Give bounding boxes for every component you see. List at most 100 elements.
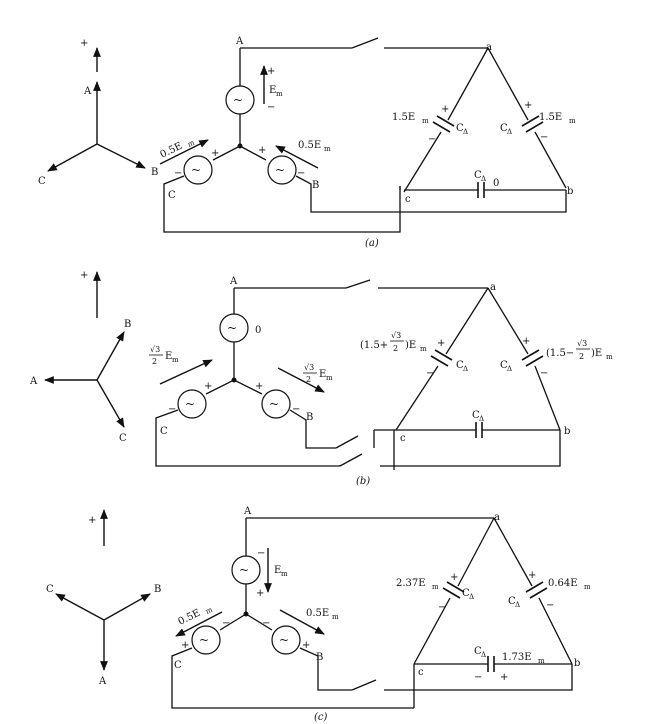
sign-label: + (528, 570, 536, 581)
phasor-c-arrow (47, 143, 98, 172)
emf-b-arrow (277, 367, 325, 393)
emf-a-sub: m (276, 90, 283, 98)
right-cap-sub: Δ (515, 601, 520, 609)
ac-source-icon: ~ (269, 397, 279, 411)
wye-sources-a: A ~ ~ ~ − + − C B + E m − (158, 36, 401, 233)
sign-label: + (522, 336, 530, 347)
emf-c-sub: m (186, 139, 196, 149)
wire-b (295, 175, 398, 213)
capacitor-right-plate (529, 587, 548, 599)
sign-label: − (222, 618, 230, 629)
sign-label: − (257, 548, 265, 559)
delta-load-c: a c b 2.37E m C Δ + − C Δ + − (246, 512, 591, 708)
emf-b-sub: m (332, 613, 339, 621)
right-voltage-sub: m (569, 117, 576, 125)
panel-b: + B A C A ~ 0 ~ ~ + − + − C (29, 270, 613, 487)
sign-label: + (204, 381, 212, 392)
left-cap-sub: Δ (463, 365, 468, 373)
panel-caption-c: (c) (314, 712, 328, 723)
bottom-cap-label: C (472, 410, 480, 421)
emf-c-sub: m (204, 606, 214, 616)
sign-label: + (450, 572, 458, 583)
phasor-b-label: B (151, 167, 158, 178)
wire (487, 287, 529, 355)
delta-load-b: a c b (1.5+ √3 2 )E m C (234, 279, 613, 470)
wire (384, 664, 573, 691)
sign-label: − (297, 168, 305, 179)
emf-b-num: √3 (304, 363, 314, 372)
wire (395, 365, 439, 431)
sign-label: + (181, 640, 189, 651)
node-a-label: A (235, 36, 244, 47)
switch-blade (351, 37, 379, 49)
right-voltage-post: )E (591, 348, 602, 359)
phasor-plus-label: + (88, 515, 96, 526)
emf-b-arrow (279, 609, 325, 635)
capacitor-left-plate (446, 581, 465, 593)
wire (233, 379, 263, 395)
capacitor-right-plate (525, 581, 544, 593)
sign-label: − (174, 168, 182, 179)
sign-label: − (474, 672, 482, 683)
bottom-cap-sub: Δ (481, 175, 486, 183)
sign-label: + (211, 148, 219, 159)
emf-b-arrow (275, 145, 319, 169)
capacitor-left-plate (432, 121, 451, 133)
right-cap-sub: Δ (507, 128, 512, 136)
wire (534, 365, 561, 431)
node-c-delta-label: c (400, 433, 406, 444)
sign-label: − (262, 618, 270, 629)
sign-label: + (256, 588, 264, 599)
wire-b (289, 409, 336, 449)
left-voltage-pre: (1.5+ (360, 340, 388, 351)
delta-load-a: a c b 1.5E m C Δ + − C Δ 1.5E (240, 37, 576, 213)
node-b-label: B (316, 652, 323, 663)
switch-blade (351, 679, 377, 691)
wire (447, 47, 489, 121)
ac-source-icon: ~ (233, 93, 243, 107)
wire (457, 517, 495, 587)
left-voltage-num: √3 (391, 331, 401, 340)
sign-label: + (258, 145, 266, 156)
source-b (261, 389, 291, 419)
emf-c-sub: m (172, 356, 179, 364)
ac-source-icon: ~ (191, 163, 201, 177)
wye-sources-c: A ~ ~ ~ + − + − C B − E m + (171, 506, 414, 709)
panel-c: + C B A A ~ ~ ~ + − + − C B (46, 506, 591, 723)
sign-label: + (255, 381, 263, 392)
emf-c-den: 2 (152, 357, 157, 366)
bottom-voltage-label: 1.73E (502, 652, 532, 663)
node-b-delta-label: b (567, 186, 573, 197)
wire (205, 379, 235, 395)
node-a-label: A (229, 276, 238, 287)
switch-blade (339, 453, 363, 467)
ac-source-icon: ~ (185, 397, 195, 411)
left-voltage-sub: m (422, 117, 429, 125)
panel-caption-b: (b) (356, 476, 370, 487)
right-voltage-den: 2 (579, 352, 584, 361)
left-cap-sub: Δ (463, 128, 468, 136)
wire (219, 613, 247, 631)
ac-source-icon: ~ (239, 563, 249, 577)
phasor-a-label: A (98, 676, 107, 687)
phasor-c-label: C (46, 584, 54, 595)
phasor-c-arrow (55, 593, 105, 621)
right-cap-label: C (500, 360, 508, 371)
ac-source-icon: ~ (227, 321, 237, 335)
emf-c-num: √3 (150, 345, 160, 354)
phasor-b-label: B (154, 584, 161, 595)
node-a-delta-label: a (494, 512, 500, 523)
wire (398, 190, 567, 213)
right-voltage-label: 1.5E (539, 112, 562, 123)
left-cap-label: C (462, 588, 470, 599)
left-voltage-sub: m (420, 345, 427, 353)
left-cap-label: C (456, 123, 464, 134)
sign-label: − (540, 368, 548, 379)
bottom-cap-label: C (474, 170, 482, 181)
left-voltage-den: 2 (393, 344, 398, 353)
capacitor-right-plate (521, 115, 540, 127)
wire-c (171, 647, 414, 709)
node-a-delta-label: a (486, 42, 492, 53)
wire (493, 517, 533, 587)
node-c-label: C (174, 660, 182, 671)
